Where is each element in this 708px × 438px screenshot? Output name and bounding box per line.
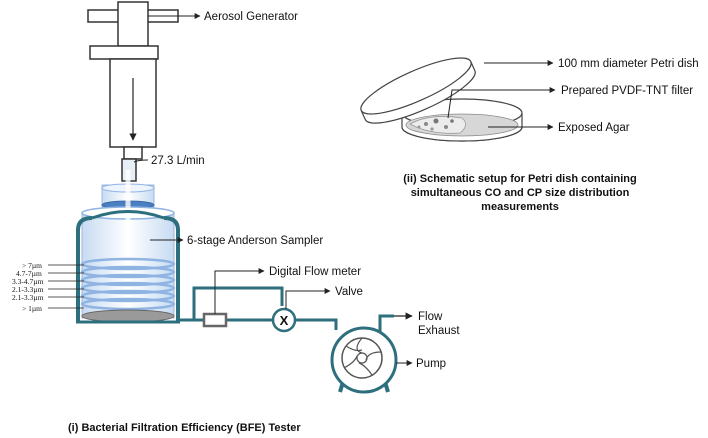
stage-label-6: > 1µm [22, 304, 84, 313]
label-anderson-sampler: 6-stage Anderson Sampler [150, 235, 323, 247]
svg-text:Exposed Agar: Exposed Agar [558, 122, 630, 134]
svg-text:Digital Flow meter: Digital Flow meter [269, 266, 361, 278]
label-agar: Exposed Agar [488, 122, 630, 134]
svg-text:simultaneous CO and CP size di: simultaneous CO and CP size distribution [411, 187, 630, 199]
stage-label-4: 2.1-3.3µm [12, 285, 84, 294]
valve: X [271, 307, 297, 333]
label-valve: Valve [285, 286, 363, 309]
svg-text:Flow: Flow [418, 311, 443, 323]
stage-labels: > 7µm 4.7-7µm 3.3-4.7µm 2.1-3.3µm 2.1-3.… [12, 261, 84, 313]
svg-text:> 7µm: > 7µm [22, 261, 42, 270]
caption-petri-setup: (ii) Schematic setup for Petri dish cont… [403, 173, 636, 213]
petri-dish-lid [360, 57, 476, 124]
caption-bfe-tester: (i) Bacterial Filtration Efficiency (BFE… [68, 422, 301, 434]
svg-text:3.3-4.7µm: 3.3-4.7µm [12, 277, 44, 286]
svg-text:2.1-3.3µm: 2.1-3.3µm [12, 293, 44, 302]
svg-text:100 mm diameter Petri dish: 100 mm diameter Petri dish [558, 58, 699, 70]
stage-label-1: > 7µm [22, 261, 84, 270]
label-aerosol-generator: Aerosol Generator [148, 11, 298, 23]
svg-text:(ii) Schematic setup for Petri: (ii) Schematic setup for Petri dish cont… [403, 173, 636, 185]
label-flow-rate: 27.3 L/min [133, 155, 205, 167]
label-flow-meter: Digital Flow meter [214, 266, 361, 314]
svg-text:Valve: Valve [335, 286, 363, 298]
label-pump: Pump [396, 358, 446, 370]
label-filter: Prepared PVDF-TNT filter [447, 85, 693, 119]
petri-dish [360, 57, 523, 142]
svg-text:Prepared PVDF-TNT filter: Prepared PVDF-TNT filter [561, 85, 693, 97]
anderson-sampler [76, 170, 180, 324]
stage-label-5: 2.1-3.3µm [12, 293, 84, 302]
stage-label-2: 4.7-7µm [16, 269, 84, 278]
label-flow-exhaust: Flow Exhaust [394, 311, 460, 337]
svg-text:Pump: Pump [416, 358, 446, 370]
svg-text:27.3 L/min: 27.3 L/min [151, 155, 205, 167]
svg-text:Exhaust: Exhaust [418, 325, 460, 337]
svg-text:Aerosol Generator: Aerosol Generator [204, 11, 298, 23]
svg-text:2.1-3.3µm: 2.1-3.3µm [12, 285, 44, 294]
svg-text:> 1µm: > 1µm [22, 304, 42, 313]
svg-text:measurements: measurements [481, 201, 559, 213]
valve-symbol: X [280, 313, 289, 328]
label-petri-dish: 100 mm diameter Petri dish [484, 58, 699, 70]
svg-text:6-stage Anderson Sampler: 6-stage Anderson Sampler [187, 235, 323, 247]
aerosol-generator [87, 1, 179, 182]
digital-flow-meter [202, 312, 228, 328]
svg-text:4.7-7µm: 4.7-7µm [16, 269, 42, 278]
stage-label-3: 3.3-4.7µm [12, 277, 84, 286]
pump [330, 326, 398, 394]
